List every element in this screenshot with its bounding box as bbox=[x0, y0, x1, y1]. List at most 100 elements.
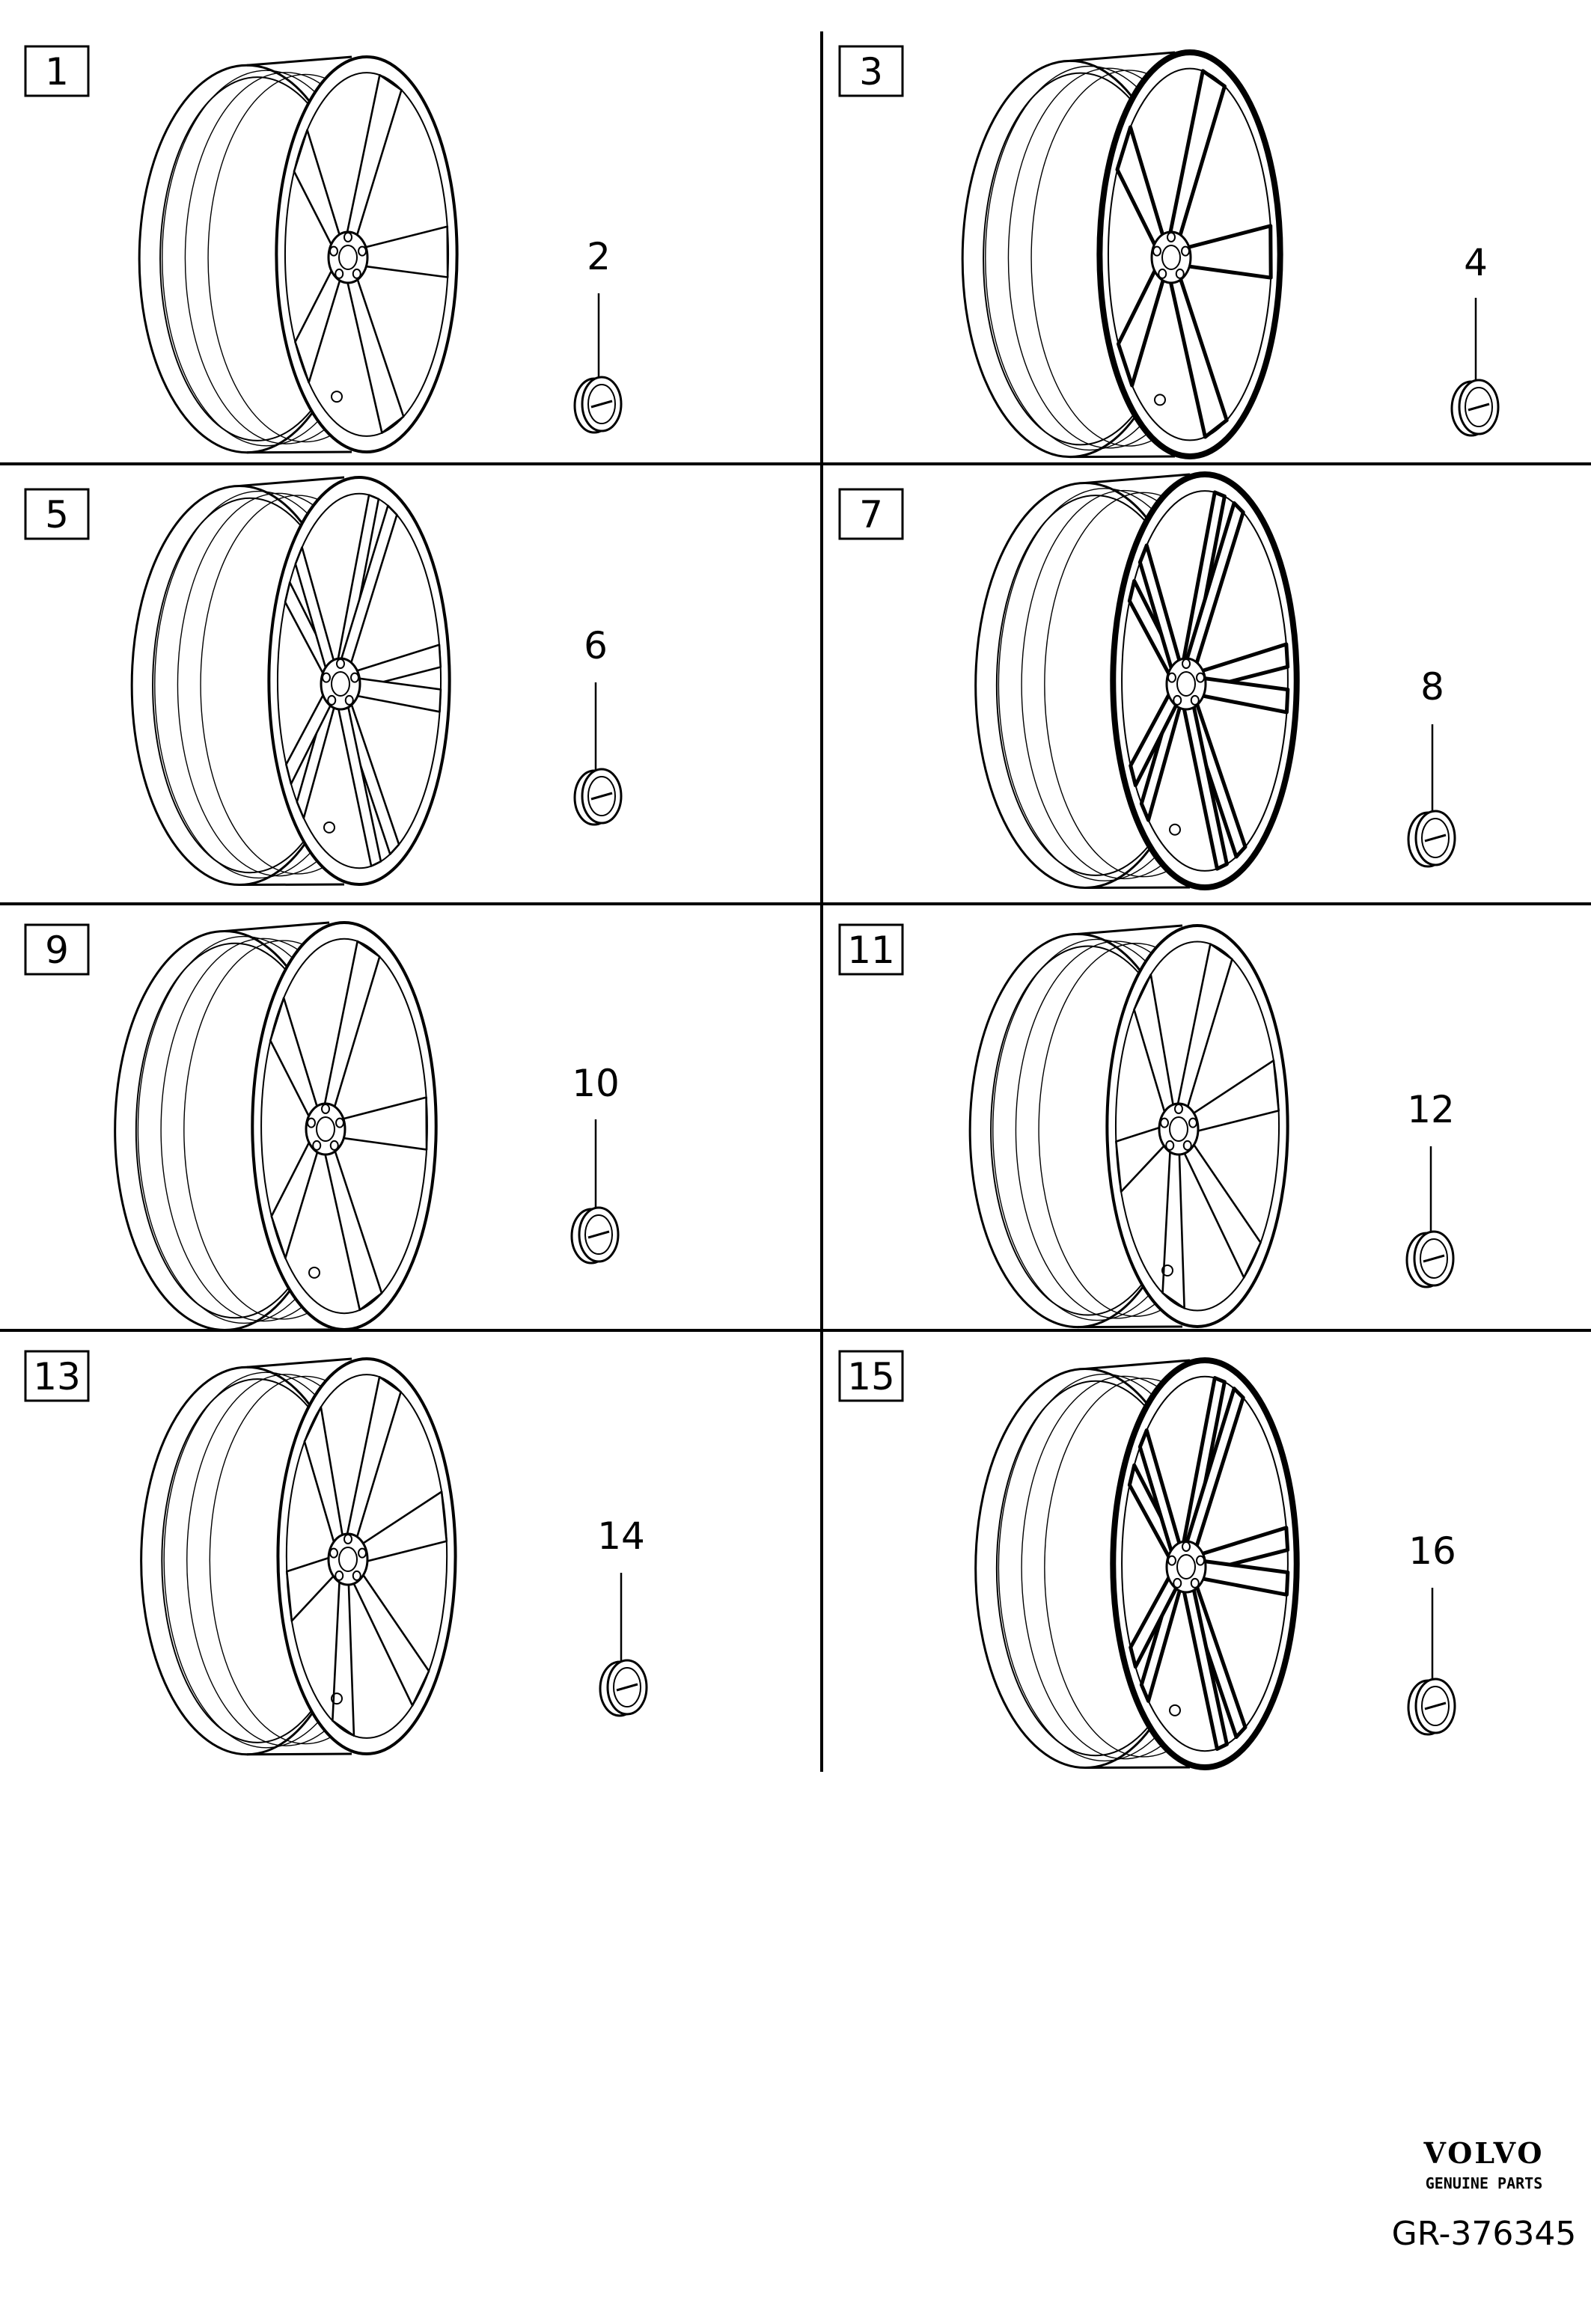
valve-hole bbox=[1161, 1264, 1173, 1276]
center-cap-ring bbox=[613, 1667, 641, 1707]
center-cap-emblem-bar bbox=[1424, 834, 1447, 843]
wheel-hub bbox=[327, 1532, 369, 1586]
panel-number-box bbox=[838, 923, 904, 976]
barrel-top-line bbox=[246, 1357, 352, 1369]
panel-number-box bbox=[838, 1350, 904, 1402]
lug-hole bbox=[321, 1104, 330, 1114]
barrel-bottom-line bbox=[239, 883, 345, 887]
hub-center-bore bbox=[1176, 671, 1196, 697]
center-cap-part-number: 14 bbox=[597, 1514, 645, 1558]
center-cap-ring bbox=[584, 1214, 613, 1255]
lug-hole bbox=[1167, 232, 1176, 242]
barrel-bottom-line bbox=[1084, 1766, 1191, 1770]
lug-hole bbox=[1196, 672, 1206, 683]
center-cap-part-number: 6 bbox=[584, 624, 608, 667]
wheel-panel: 34 bbox=[838, 45, 1500, 459]
panel-number-box bbox=[24, 923, 90, 976]
center-cap-ring bbox=[587, 776, 616, 816]
wheel-face-inner-edge bbox=[1121, 490, 1289, 872]
valve-hole bbox=[1154, 394, 1166, 406]
lug-hole bbox=[343, 232, 352, 242]
lug-hole bbox=[344, 694, 354, 706]
hub-center-bore bbox=[1161, 245, 1181, 270]
wheel-part-number: 11 bbox=[847, 929, 895, 972]
panel-grid bbox=[0, 31, 1591, 1772]
barrel-top-line bbox=[1084, 1359, 1191, 1370]
wheel-face-inner-edge bbox=[1121, 1375, 1289, 1752]
lug-hole bbox=[1188, 1117, 1198, 1128]
center-cap-part-number: 4 bbox=[1464, 241, 1488, 284]
valve-hole bbox=[331, 1692, 343, 1705]
panel-number-box bbox=[838, 488, 904, 540]
panel-number-box bbox=[24, 488, 90, 540]
center-cap-emblem-bar bbox=[587, 1230, 610, 1239]
diagram-code: GR-376345 bbox=[1392, 2215, 1577, 2253]
lug-hole bbox=[1165, 1140, 1175, 1151]
lug-hole bbox=[352, 1570, 361, 1581]
panel-number-box bbox=[838, 45, 904, 97]
lug-hole bbox=[343, 1534, 352, 1544]
barrel-top-line bbox=[246, 55, 352, 67]
wheel-part-number: 9 bbox=[45, 929, 69, 972]
lug-hole bbox=[1174, 1104, 1183, 1114]
barrel-bottom-line bbox=[1069, 455, 1176, 459]
wheel-part-number: 1 bbox=[45, 50, 69, 94]
center-cap-ring bbox=[587, 384, 616, 424]
lug-hole bbox=[1158, 268, 1167, 279]
lug-hole bbox=[329, 245, 338, 257]
hub-center-bore bbox=[1169, 1116, 1188, 1142]
wheel-hub bbox=[320, 657, 361, 711]
wheel-part-number: 5 bbox=[45, 493, 69, 536]
center-cap-ring bbox=[1421, 818, 1450, 858]
center-cap-part-number: 2 bbox=[587, 235, 611, 278]
lug-hole bbox=[336, 658, 345, 669]
lug-hole bbox=[327, 694, 337, 706]
wheel-hub bbox=[1165, 1540, 1207, 1594]
footer: VOLVO GENUINE PARTS GR-376345 bbox=[1392, 2136, 1577, 2253]
center-cap-ring bbox=[1420, 1238, 1448, 1279]
center-cap-emblem-bar bbox=[616, 1683, 638, 1692]
genuine-parts-tagline: GENUINE PARTS bbox=[1426, 2174, 1543, 2192]
center-cap-emblem-bar bbox=[1424, 1701, 1447, 1710]
lug-hole bbox=[1190, 1577, 1200, 1588]
lug-hole bbox=[1175, 268, 1185, 279]
barrel-bottom-line bbox=[246, 450, 352, 454]
panel-number-box bbox=[24, 45, 90, 97]
hub-center-bore bbox=[331, 671, 350, 697]
lug-hole bbox=[1182, 658, 1191, 669]
hub-center-bore bbox=[316, 1116, 335, 1142]
lug-hole bbox=[312, 1140, 322, 1151]
wheel-panel: 12 bbox=[24, 45, 623, 454]
lug-hole bbox=[1159, 1117, 1169, 1128]
lug-hole bbox=[329, 1547, 338, 1559]
hub-center-bore bbox=[338, 245, 358, 270]
center-cap-part-number: 16 bbox=[1408, 1529, 1456, 1573]
hub-center-bore bbox=[1176, 1554, 1196, 1580]
lug-hole bbox=[1182, 1140, 1192, 1151]
center-cap-emblem-bar bbox=[1423, 1254, 1445, 1263]
lug-hole bbox=[1167, 672, 1176, 683]
wheel-hub bbox=[305, 1102, 346, 1156]
wheel-face-inner-edge bbox=[276, 492, 442, 869]
wheel-panel: 910 bbox=[24, 921, 620, 1332]
lug-hole bbox=[1196, 1555, 1206, 1566]
center-cap-part-number: 8 bbox=[1420, 665, 1444, 709]
lug-hole bbox=[1181, 245, 1191, 257]
wheel-face-inner-edge bbox=[1114, 941, 1280, 1312]
wheel-part-number: 3 bbox=[859, 50, 883, 94]
wheel-hub bbox=[1158, 1102, 1200, 1156]
barrel-bottom-line bbox=[246, 1752, 352, 1756]
panel-number-box bbox=[24, 1350, 90, 1402]
barrel-top-line bbox=[1069, 51, 1176, 62]
center-cap-emblem-bar bbox=[590, 400, 613, 409]
lug-hole bbox=[329, 1140, 339, 1151]
valve-hole bbox=[1169, 823, 1181, 836]
lug-hole bbox=[350, 672, 360, 683]
center-cap-emblem-bar bbox=[1468, 403, 1490, 412]
center-cap-ring bbox=[1465, 387, 1493, 427]
lug-hole bbox=[352, 268, 361, 279]
barrel-top-line bbox=[1084, 473, 1191, 485]
